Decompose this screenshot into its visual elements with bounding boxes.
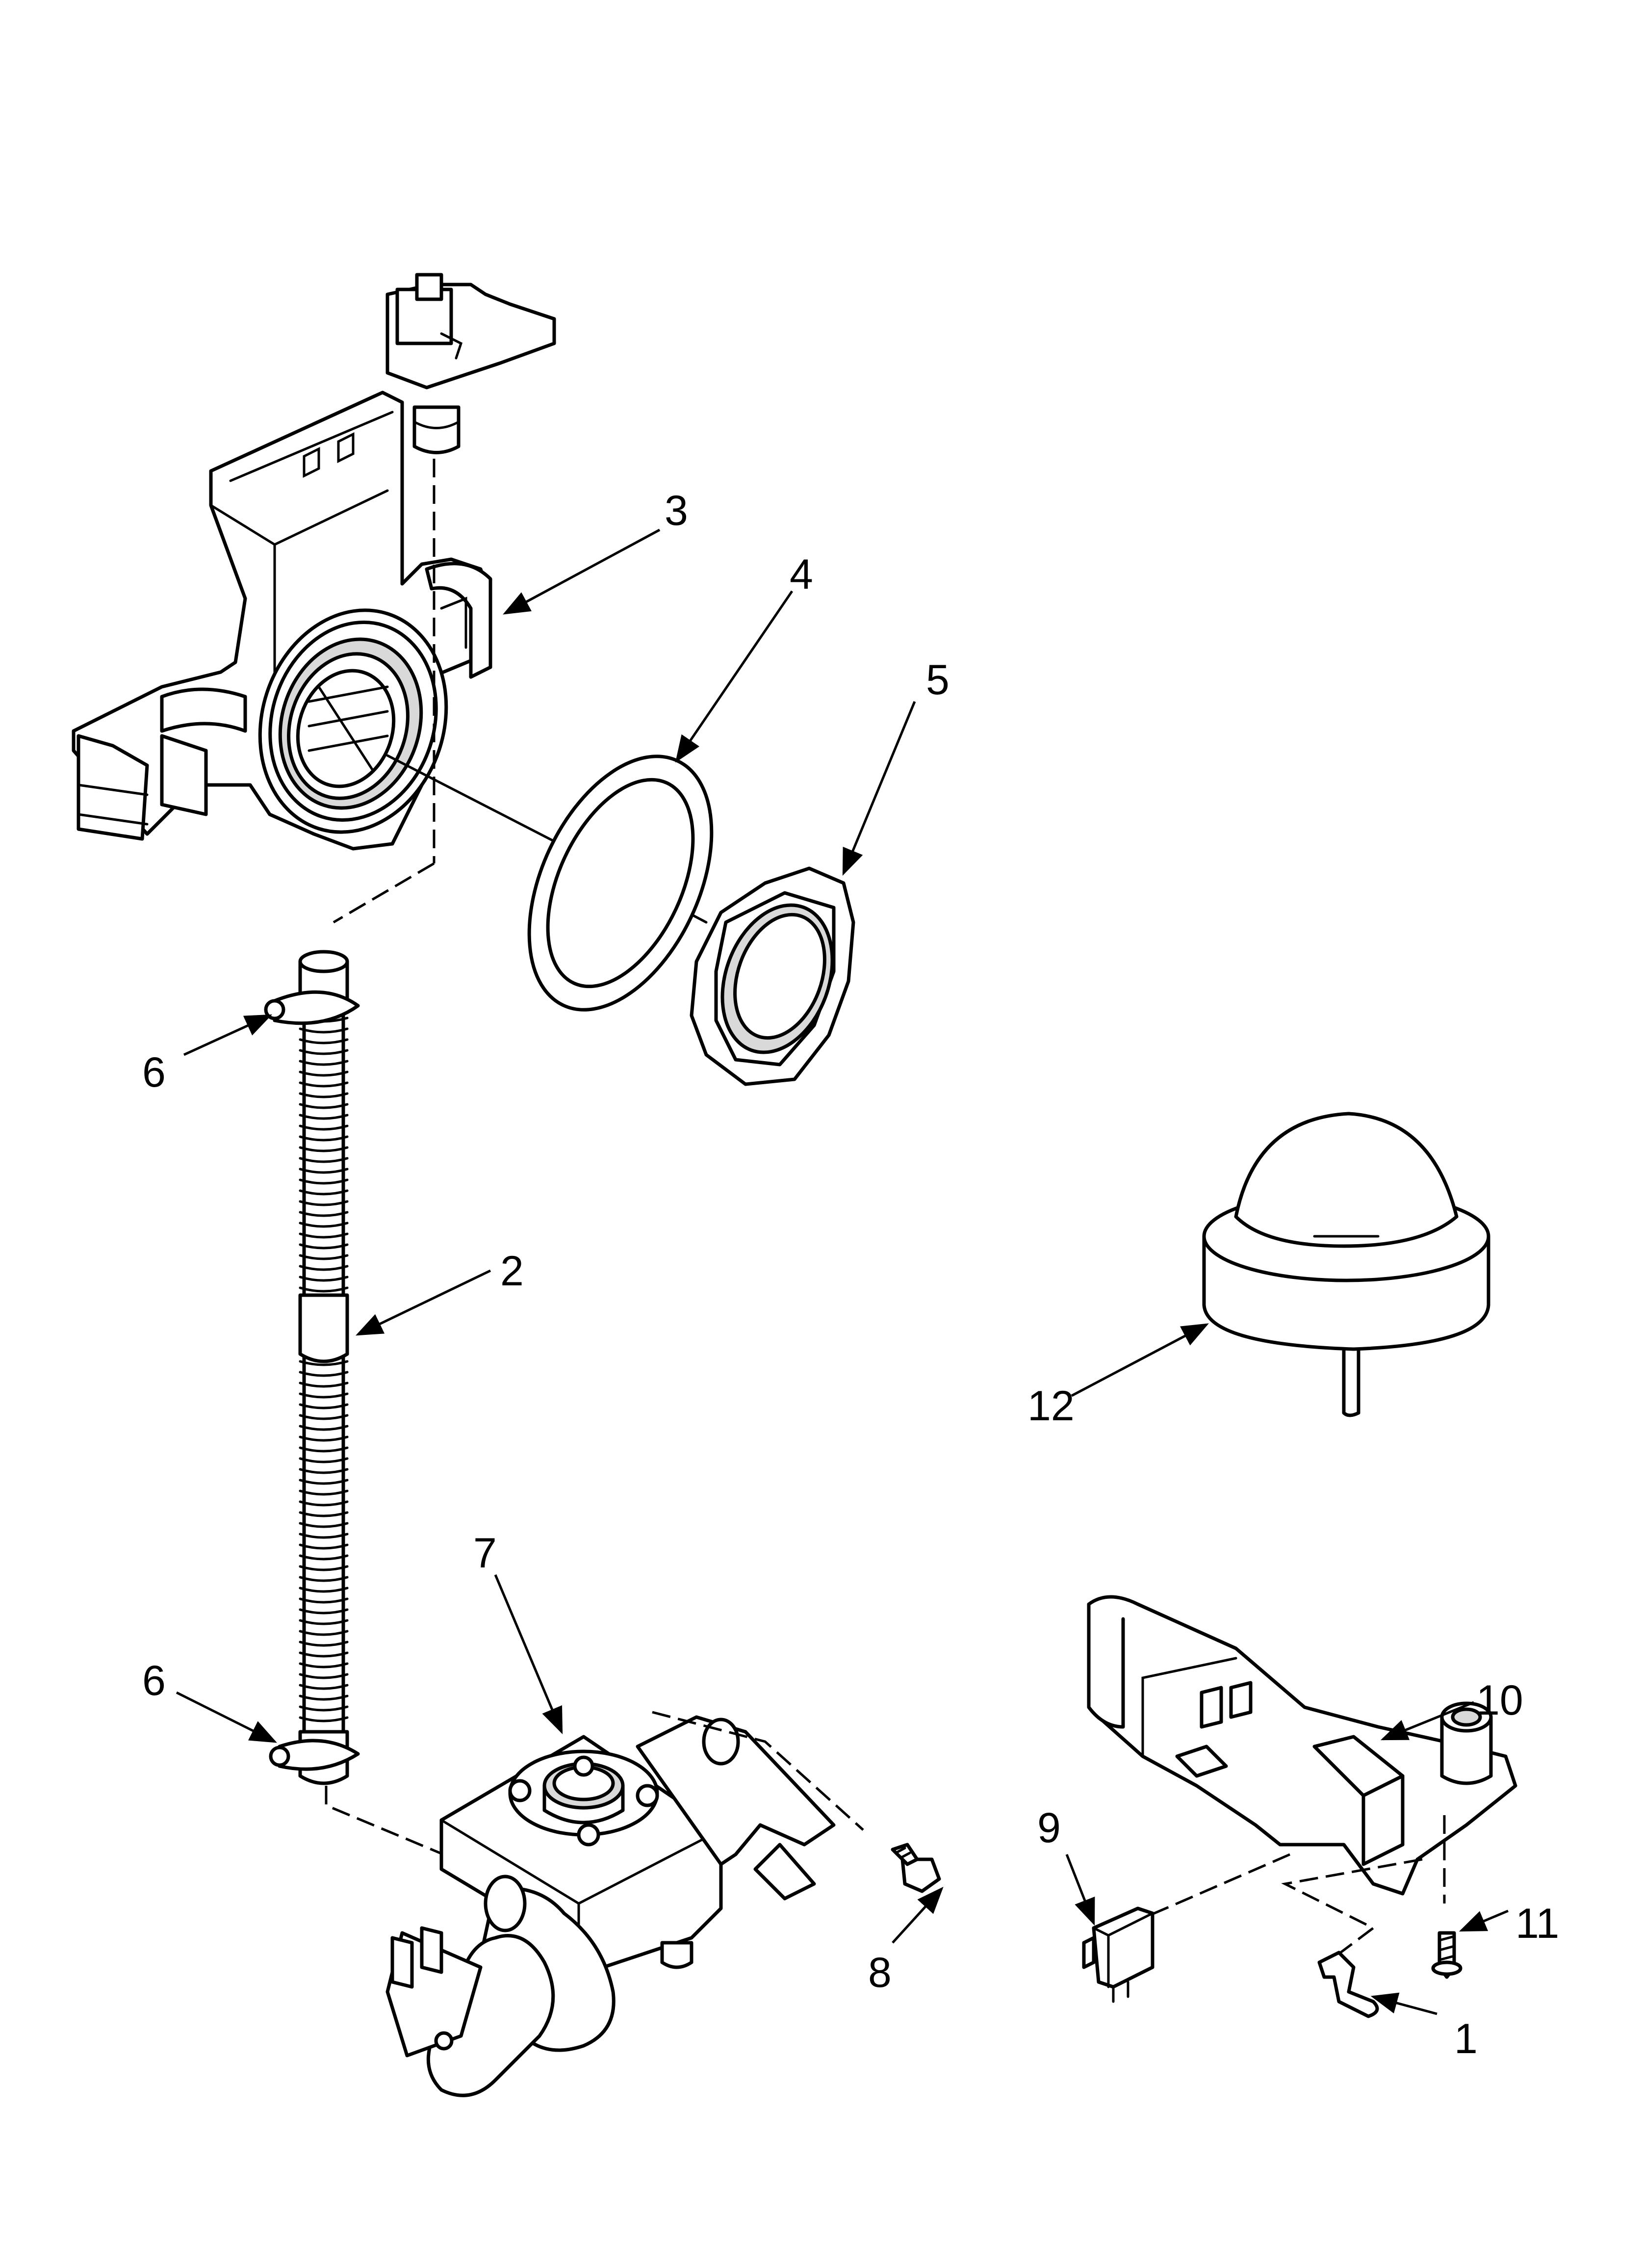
hose-rib: [299, 1673, 349, 1679]
callout-6-bottom: 6: [142, 1657, 166, 1704]
hose-part-2: [298, 950, 349, 1785]
hose-rib: [299, 1211, 349, 1217]
hose-rib: [299, 1103, 349, 1109]
hose-rib: [299, 1222, 349, 1228]
hose-rib: [299, 1533, 349, 1539]
hose-rib: [299, 1435, 349, 1442]
hose-rib: [299, 1200, 349, 1206]
hose-rib: [299, 1382, 349, 1388]
screw-part-11: [1431, 1931, 1462, 1979]
hose-clamp-part-6-bottom: [269, 1739, 360, 1771]
hose-rib: [299, 1360, 349, 1366]
callout-4: 4: [790, 551, 813, 598]
hose-rib: [299, 1124, 349, 1131]
hose-rib: [299, 1232, 349, 1239]
hose-rib: [299, 1371, 349, 1377]
hose-rib: [299, 1619, 349, 1625]
hose-rib: [299, 1608, 349, 1615]
hose-rib: [299, 1254, 349, 1260]
callout-2: 2: [500, 1248, 524, 1295]
hose-rib: [299, 1286, 349, 1293]
callout-7: 7: [473, 1530, 497, 1577]
leader-lines: [176, 528, 1509, 2015]
hose-rib: [299, 1060, 349, 1066]
lever-part-1: [1317, 1951, 1379, 2018]
hose-rib: [299, 1027, 349, 1034]
hose-rib: [299, 1543, 349, 1550]
hose-rib: [299, 1038, 349, 1044]
microswitch-part-9: [1082, 1906, 1155, 2003]
hose-clamp-part-6-top: [264, 990, 360, 1025]
callout-1: 1: [1454, 2015, 1478, 2062]
hose-rib: [299, 1500, 349, 1507]
hose-rib: [299, 1189, 349, 1196]
hose-rib: [299, 1684, 349, 1690]
hose-rib: [299, 1049, 349, 1055]
hose-rib: [299, 1403, 349, 1409]
hose-rib: [299, 1392, 349, 1399]
callout-9: 9: [1037, 1804, 1061, 1851]
callout-3: 3: [665, 487, 688, 534]
hose-rib: [299, 1092, 349, 1098]
hose-rib: [299, 1243, 349, 1250]
hose-rib: [299, 1576, 349, 1582]
float-part-12: [1202, 1112, 1490, 1417]
hose-rib: [299, 1587, 349, 1593]
hose-rib: [299, 1479, 349, 1485]
screw-part-8: [891, 1843, 941, 1893]
nut-part-5: [690, 866, 855, 1086]
hose-rib: [299, 1178, 349, 1185]
hose-rib: [299, 1414, 349, 1420]
hose-rib: [299, 1662, 349, 1668]
float-switch-bracket-part-10: [1087, 1595, 1517, 1896]
hose-rib: [299, 1276, 349, 1282]
hose-rib: [299, 1641, 349, 1647]
hose-rib: [299, 1630, 349, 1636]
hose-rib: [299, 1694, 349, 1701]
hose-rib: [299, 1468, 349, 1474]
hose-rib: [299, 1489, 349, 1496]
hose-rib: [299, 1168, 349, 1174]
hose-rib: [299, 1070, 349, 1077]
hose-rib: [299, 1565, 349, 1571]
hose-rib: [299, 1425, 349, 1431]
hose-rib: [299, 1522, 349, 1528]
callout-12: 12: [1027, 1382, 1075, 1430]
hose-rib: [299, 1146, 349, 1152]
callout-8: 8: [868, 1949, 892, 1996]
hose-rib: [299, 1716, 349, 1722]
hose-corrugation: [299, 1017, 349, 1722]
hose-rib: [299, 1081, 349, 1088]
hose-rib: [299, 1265, 349, 1271]
hose-rib: [299, 1705, 349, 1712]
callout-11: 11: [1515, 1900, 1559, 1947]
hose-rib: [299, 1457, 349, 1463]
callout-labels: 3 4 5 6 2 12 7 6 10 9 11 8 1: [142, 487, 1559, 2062]
hose-rib: [299, 1597, 349, 1604]
hose-rib: [299, 1135, 349, 1142]
hose-rib: [299, 1511, 349, 1517]
hose-rib: [299, 1157, 349, 1163]
fill-funnel-part-3: [72, 273, 556, 851]
hose-rib: [299, 1446, 349, 1453]
water-valve-part-7: [385, 1715, 836, 2097]
hose-rib: [299, 1651, 349, 1658]
callout-5: 5: [926, 656, 949, 704]
callout-10: 10: [1476, 1677, 1523, 1724]
hose-rib: [299, 1114, 349, 1120]
hose-rib: [299, 1554, 349, 1561]
callout-6-top: 6: [142, 1049, 166, 1096]
